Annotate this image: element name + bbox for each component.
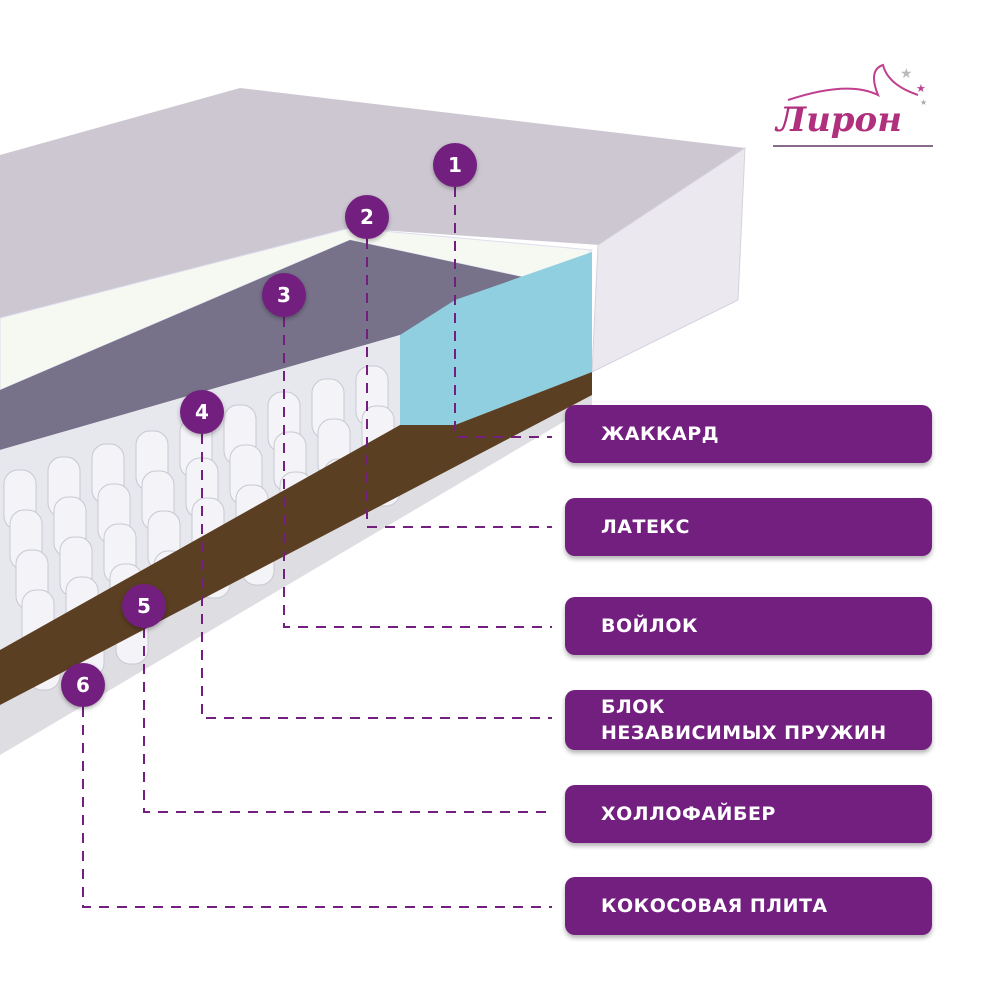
foam-block [400,252,592,425]
layer-label-latex: ЛАТЕКС [565,498,932,556]
leader-line-1 [454,187,552,438]
layer-label-spring-block: БЛОК НЕЗАВИСИМЫХ ПРУЖИН [565,690,932,750]
svg-text:★: ★ [920,98,927,107]
leader-line-5 [143,628,552,813]
leader-line-4 [201,434,552,719]
logo-underline [773,145,933,147]
svg-text:★: ★ [900,66,913,82]
leader-line-3 [283,317,552,628]
layer-label-hollofiber: ХОЛЛОФАЙБЕР [565,785,932,843]
layer-marker-4: 4 [180,390,224,434]
svg-text:★: ★ [916,82,926,95]
mattress-side-panel [591,147,746,373]
brand-logo: ★ ★ ★ Лирон [768,60,938,150]
felt-layer [0,240,560,450]
logo-text: Лирон [776,100,903,140]
layer-marker-1: 1 [433,143,477,187]
layer-label-coconut: КОКОСОВАЯ ПЛИТА [565,877,932,935]
leader-line-6 [82,707,552,908]
layer-marker-2: 2 [345,195,389,239]
leader-line-2 [366,239,552,528]
layer-marker-5: 5 [122,584,166,628]
layer-marker-3: 3 [262,273,306,317]
layer-marker-6: 6 [61,663,105,707]
layer-label-jacquard: ЖАККАРД [565,405,932,463]
bird-star-icon: ★ ★ ★ [787,63,927,107]
layer-label-felt: ВОЙЛОК [565,597,932,655]
